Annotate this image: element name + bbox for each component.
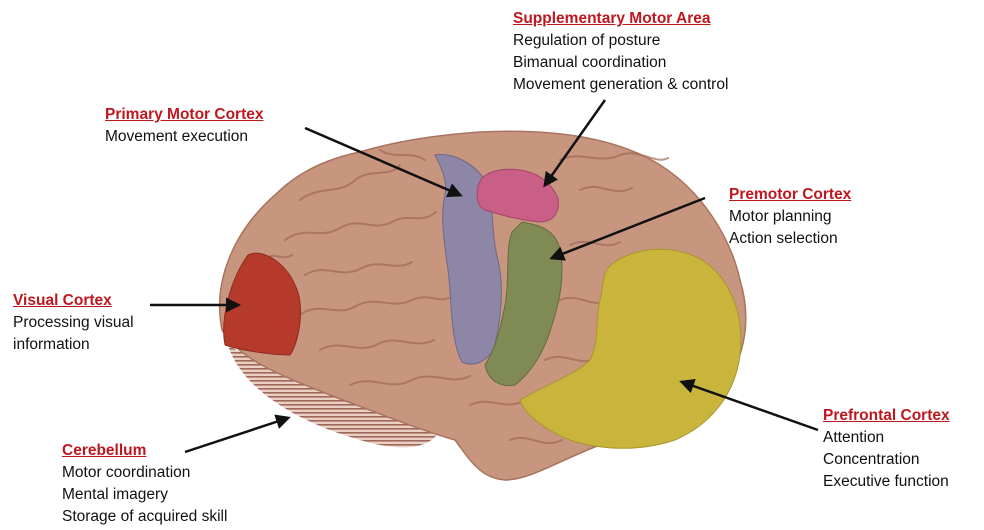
label-title: Premotor Cortex xyxy=(729,184,851,206)
label-primary-motor-cortex: Primary Motor Cortex Movement execution xyxy=(105,104,263,148)
label-supplementary-motor-area: Supplementary Motor Area Regulation of p… xyxy=(513,8,728,96)
label-line: Bimanual coordination xyxy=(513,52,728,74)
label-line: Action selection xyxy=(729,228,851,250)
label-line: Executive function xyxy=(823,471,950,493)
label-prefrontal-cortex: Prefrontal Cortex Attention Concentratio… xyxy=(823,405,950,493)
label-line: Processing visual xyxy=(13,312,134,334)
label-title: Supplementary Motor Area xyxy=(513,8,728,30)
label-line: Mental imagery xyxy=(62,484,227,506)
label-cerebellum: Cerebellum Motor coordination Mental ima… xyxy=(62,440,227,528)
label-line: Regulation of posture xyxy=(513,30,728,52)
label-line: Attention xyxy=(823,427,950,449)
label-line: Movement execution xyxy=(105,126,263,148)
label-title: Prefrontal Cortex xyxy=(823,405,950,427)
label-title: Cerebellum xyxy=(62,440,227,462)
label-line: Motor coordination xyxy=(62,462,227,484)
label-visual-cortex: Visual Cortex Processing visual informat… xyxy=(13,290,134,356)
label-line: Motor planning xyxy=(729,206,851,228)
label-line: information xyxy=(13,334,134,356)
label-line: Movement generation & control xyxy=(513,74,728,96)
label-title: Primary Motor Cortex xyxy=(105,104,263,126)
label-line: Storage of acquired skill xyxy=(62,506,227,528)
label-line: Concentration xyxy=(823,449,950,471)
label-premotor-cortex: Premotor Cortex Motor planning Action se… xyxy=(729,184,851,250)
label-title: Visual Cortex xyxy=(13,290,134,312)
